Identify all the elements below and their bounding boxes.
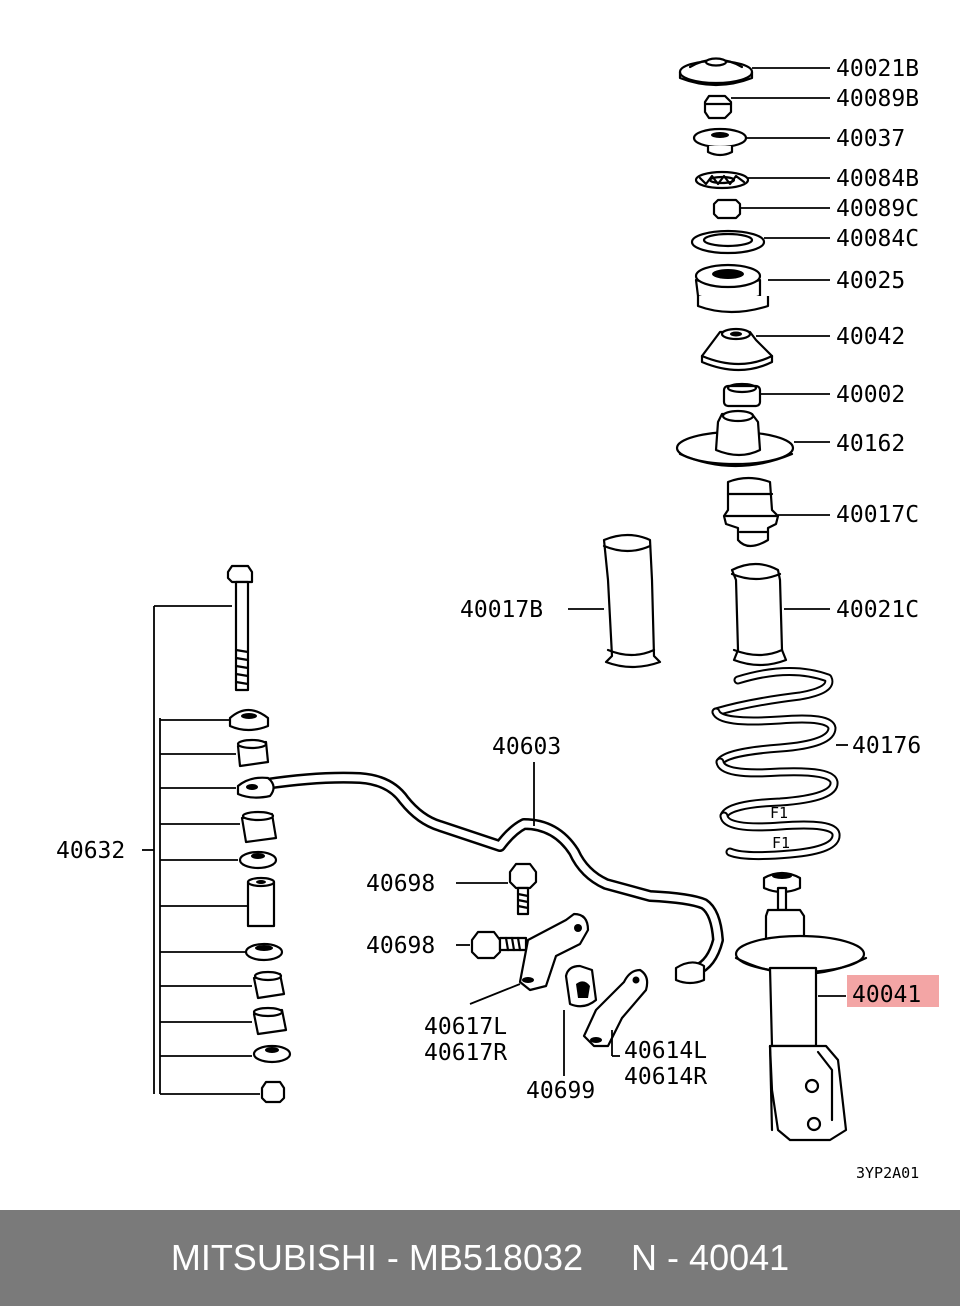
label-40162: 40162 — [836, 431, 905, 457]
part-40698-bolt-lower[interactable] — [470, 930, 528, 960]
label-40021B: 40021B — [836, 56, 919, 82]
label-40025: 40025 — [836, 268, 905, 294]
part-40084C-ring[interactable] — [690, 229, 766, 255]
part-40084B-bearing[interactable] — [694, 170, 750, 190]
highlight-40041 — [847, 975, 939, 1007]
label-40617R: 40617R — [424, 1040, 507, 1066]
part-40042-seat[interactable] — [700, 327, 774, 372]
part-40614-clamp[interactable] — [582, 968, 649, 1048]
footer-bar: MITSUBISHI - MB518032 N - 40041 — [0, 1210, 960, 1306]
footer-position-prefix: N — [631, 1237, 658, 1278]
part-40632-nut[interactable] — [260, 1080, 286, 1104]
footer-position-separator: - — [667, 1237, 680, 1278]
part-40089B-nut[interactable] — [703, 94, 733, 120]
part-40632-washer-3[interactable] — [244, 942, 284, 962]
label-40614R: 40614R — [624, 1064, 707, 1090]
label-40699: 40699 — [526, 1078, 595, 1104]
part-40632-washer-2[interactable] — [238, 850, 278, 870]
label-40089C: 40089C — [836, 196, 919, 222]
part-40017C-bump-stop[interactable] — [722, 476, 780, 548]
label-40617L: 40617L — [424, 1014, 507, 1040]
label-40614L: 40614L — [624, 1038, 707, 1064]
part-40632-washer-1[interactable] — [228, 708, 270, 732]
part-40002-bushing[interactable] — [722, 382, 762, 408]
label-40603: 40603 — [492, 734, 561, 760]
spring-mark-2: F1 — [772, 834, 790, 852]
reference-code: 3YP2A01 — [856, 1164, 919, 1182]
bracket-40632 — [142, 605, 260, 1095]
label-40089B: 40089B — [836, 86, 919, 112]
label-40698-lower: 40698 — [366, 933, 435, 959]
label-40017B: 40017B — [460, 597, 543, 623]
part-40041-strut-assembly[interactable] — [734, 871, 868, 1142]
footer-brand: MITSUBISHI — [170, 1237, 377, 1278]
label-40042: 40042 — [836, 324, 905, 350]
part-40632-washer-4[interactable] — [252, 1044, 292, 1064]
footer-part-number: MB518032 — [408, 1237, 584, 1278]
label-40041[interactable]: 40041 — [852, 982, 921, 1008]
part-40021B-mount-plate[interactable] — [678, 57, 754, 87]
part-40632-bushing-2[interactable] — [240, 810, 278, 844]
part-40632-bushing-1[interactable] — [236, 738, 270, 768]
label-40002: 40002 — [836, 382, 905, 408]
part-40632-bushing-4[interactable] — [252, 1006, 288, 1036]
part-40632-link-bolt[interactable] — [226, 564, 254, 692]
part-40699-bushing[interactable] — [564, 964, 598, 1008]
part-40017B-bump-stop[interactable] — [602, 533, 662, 669]
label-40176: 40176 — [852, 733, 921, 759]
part-40698-bolt-upper[interactable] — [508, 862, 538, 916]
label-40698-upper: 40698 — [366, 871, 435, 897]
part-40603-stabilizer-bar[interactable] — [236, 771, 724, 985]
part-40162-upper-seat[interactable] — [675, 409, 795, 468]
part-40176-coil-spring[interactable]: F1 F1 — [711, 667, 841, 861]
footer-separator: - — [386, 1237, 399, 1278]
part-40632-bushing-3[interactable] — [252, 970, 286, 1000]
part-40025-insulator[interactable] — [694, 263, 770, 314]
footer-position-number: 40041 — [689, 1237, 790, 1278]
part-40617-bracket[interactable] — [518, 912, 590, 992]
label-40084C: 40084C — [836, 226, 919, 252]
label-40021C: 40021C — [836, 597, 919, 623]
part-40089C-nut[interactable] — [712, 198, 742, 220]
parts-diagram: 40021B 40089B 40037 40084B 40089C 40084C… — [56, 56, 939, 1182]
part-40037-bracket[interactable] — [692, 127, 748, 157]
spring-mark-1: F1 — [770, 804, 788, 822]
part-40632-spacer[interactable] — [246, 876, 276, 928]
part-40021C-dust-boot[interactable] — [730, 562, 788, 667]
label-40084B: 40084B — [836, 166, 919, 192]
label-40632: 40632 — [56, 838, 125, 864]
label-40037: 40037 — [836, 126, 905, 152]
label-40017C: 40017C — [836, 502, 919, 528]
